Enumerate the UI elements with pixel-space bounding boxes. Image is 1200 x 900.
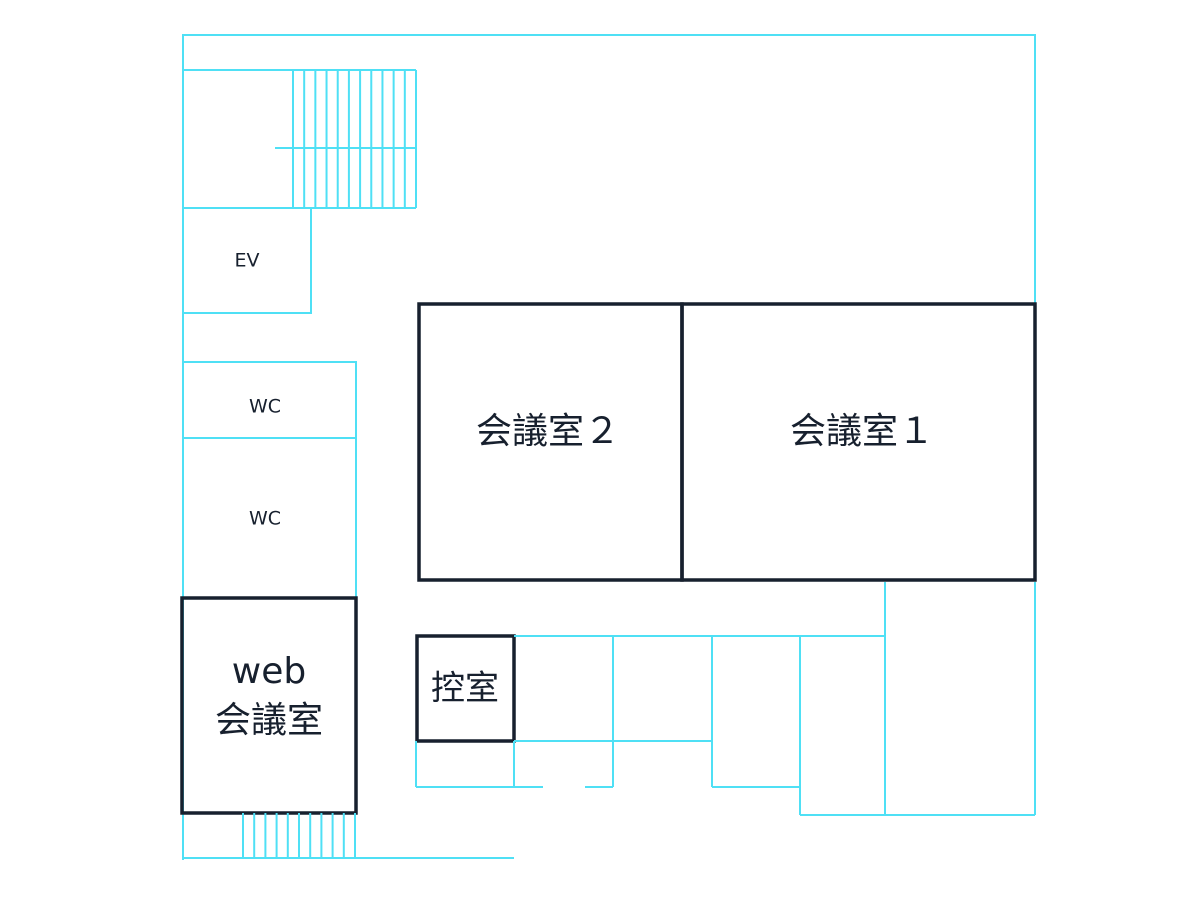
web-meeting-room-label-line2: 会議室 xyxy=(215,700,323,741)
lower-right-rooms xyxy=(415,582,1036,816)
meeting-room-2-label: 会議室２ xyxy=(476,411,620,452)
web-meeting-room-label-line1: web xyxy=(232,651,306,692)
wc-upper-label: WC xyxy=(249,396,281,418)
web-meeting-room[interactable]: web 会議室 xyxy=(180,596,358,815)
meeting-room-1[interactable]: 会議室１ xyxy=(680,302,1037,582)
wc-rooms: WC WC xyxy=(183,361,357,598)
upper-staircase xyxy=(183,69,417,209)
ev-room: EV xyxy=(183,208,312,314)
meeting-room-1-label: 会議室１ xyxy=(790,411,934,452)
meeting-room-2[interactable]: 会議室２ xyxy=(417,302,684,582)
waiting-room[interactable]: 控室 xyxy=(415,634,516,743)
building-outline xyxy=(182,34,1036,860)
waiting-room-label: 控室 xyxy=(431,669,499,709)
lower-staircase xyxy=(183,813,514,859)
ev-label: EV xyxy=(234,250,259,272)
wc-lower-label: WC xyxy=(249,508,281,530)
